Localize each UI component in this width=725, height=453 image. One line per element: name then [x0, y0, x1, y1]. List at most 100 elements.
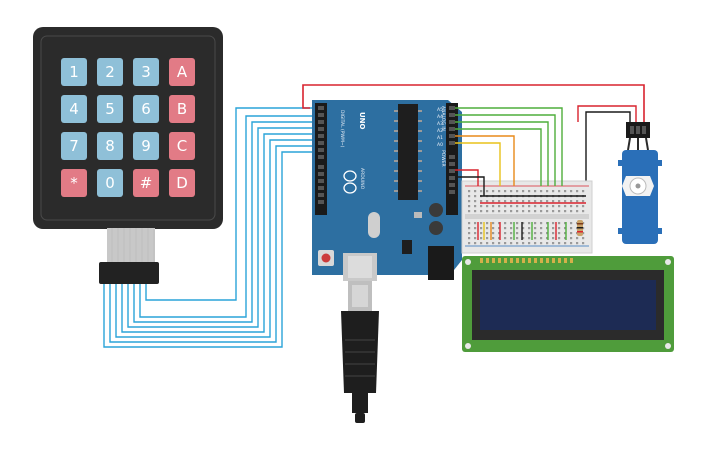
arduino-board	[312, 100, 462, 275]
key-cap[interactable]	[61, 132, 87, 160]
lcd-screen	[480, 280, 656, 330]
lcd-display	[462, 256, 674, 352]
analog-pins	[449, 106, 455, 194]
key-label: 5	[105, 100, 115, 118]
key-cap[interactable]	[61, 169, 87, 197]
key-cap[interactable]	[133, 95, 159, 123]
key-cap[interactable]	[61, 95, 87, 123]
analog-wires	[455, 107, 563, 196]
wire-a5	[455, 107, 563, 186]
key-B[interactable]: B	[169, 95, 195, 123]
key-7[interactable]: 7	[61, 132, 87, 160]
keypad-body	[33, 27, 223, 229]
key-cap[interactable]	[97, 169, 123, 197]
key-cap[interactable]	[169, 58, 195, 86]
keypad-wire-7	[139, 115, 332, 318]
key-8[interactable]: 8	[97, 132, 123, 160]
key-cap[interactable]	[97, 132, 123, 160]
key-*[interactable]: *	[61, 169, 87, 197]
key-label: 0	[105, 174, 115, 192]
key-C[interactable]: C	[169, 132, 195, 160]
wire-a4	[455, 114, 556, 186]
key-label: 8	[105, 137, 115, 155]
key-label: 1	[69, 63, 79, 81]
usb-cable-end	[355, 413, 365, 423]
usb-port-inner	[348, 256, 372, 278]
wire-5v	[455, 169, 479, 186]
analog-in-label: ANALOG IN	[440, 106, 446, 131]
analog-pin-label: A0	[437, 142, 443, 148]
key-9[interactable]: 9	[133, 132, 159, 160]
key-cap[interactable]	[97, 95, 123, 123]
key-4[interactable]: 4	[61, 95, 87, 123]
reset-button-cap[interactable]	[321, 253, 331, 263]
key-#[interactable]: #	[133, 169, 159, 197]
servo-body	[622, 150, 658, 244]
digital-pwm-label: DIGITAL (PWM~)	[339, 110, 345, 148]
key-cap[interactable]	[169, 169, 195, 197]
keypad-wire-2	[109, 145, 332, 343]
key-label: 6	[141, 100, 151, 118]
key-cap[interactable]	[133, 169, 159, 197]
wire-a2	[455, 128, 542, 186]
key-cap[interactable]	[61, 58, 87, 86]
keypad-wire-1	[103, 151, 332, 348]
servo-leads	[627, 137, 649, 151]
ribbon-cable	[107, 228, 155, 264]
key-label: 3	[141, 63, 151, 81]
analog-pin-label: A4	[437, 114, 443, 120]
led-l	[414, 212, 422, 218]
key-3[interactable]: 3	[133, 58, 159, 86]
servo-ear-top	[618, 160, 662, 166]
servo-motor	[618, 122, 662, 244]
key-cap[interactable]	[133, 58, 159, 86]
atmega-chip	[398, 104, 418, 200]
analog-pin-label: A1	[437, 135, 443, 141]
capacitor-1	[429, 203, 443, 217]
servo-ear-bottom	[618, 228, 662, 234]
chip-legs	[394, 110, 422, 192]
usb-cable-tail	[352, 393, 368, 413]
key-A[interactable]: A	[169, 58, 195, 86]
key-label: 9	[141, 137, 151, 155]
key-cap[interactable]	[133, 132, 159, 160]
bb-center-channel	[465, 214, 589, 219]
key-D[interactable]: D	[169, 169, 195, 197]
keypad-ribbon	[99, 228, 159, 284]
wire-a3	[455, 121, 549, 186]
key-cap[interactable]	[169, 95, 195, 123]
arduino-logo	[343, 170, 357, 194]
arduino-uno: UNO DIGITAL (PWM~) ARDUINO POWER ANALOG …	[312, 100, 462, 281]
lcd-pin-header	[480, 258, 573, 263]
wire-gnd	[455, 176, 485, 196]
key-label: *	[70, 174, 78, 192]
key-cap[interactable]	[169, 132, 195, 160]
key-label: D	[176, 174, 188, 192]
key-label: B	[177, 100, 187, 118]
wire-black-servo	[585, 111, 631, 200]
keypad-header	[99, 262, 159, 284]
key-1[interactable]: 1	[61, 58, 87, 86]
analog-pin-label: A3	[437, 121, 443, 127]
key-6[interactable]: 6	[133, 95, 159, 123]
key-label: A	[177, 63, 188, 81]
key-0[interactable]: 0	[97, 169, 123, 197]
wire-red-servo	[577, 105, 637, 124]
breadboard	[461, 180, 593, 254]
key-2[interactable]: 2	[97, 58, 123, 86]
key-cap[interactable]	[97, 58, 123, 86]
keypad-wires	[103, 107, 332, 348]
keypad-wire-4	[121, 133, 332, 333]
usb-cable	[341, 281, 379, 423]
key-5[interactable]: 5	[97, 95, 123, 123]
usb-plug-inner	[352, 285, 368, 307]
power-label: POWER	[440, 150, 446, 167]
keypad-wire-6	[133, 121, 332, 323]
key-label: 7	[69, 137, 79, 155]
crystal	[368, 212, 380, 238]
